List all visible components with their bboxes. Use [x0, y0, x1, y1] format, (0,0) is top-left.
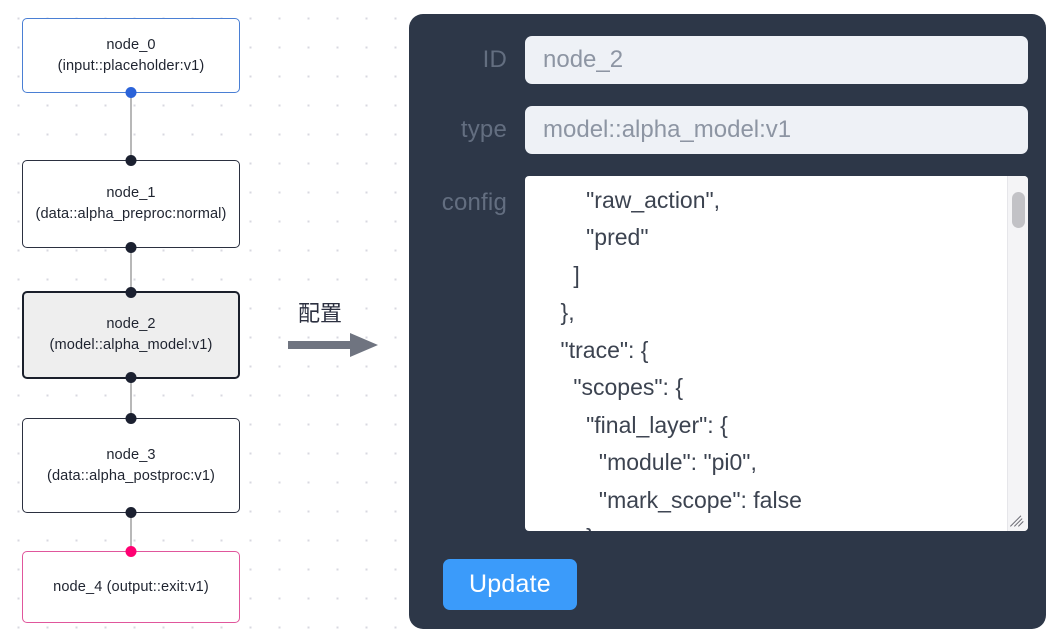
node-handle-target-node_1[interactable]	[125, 155, 137, 166]
flow-node-node_2[interactable]: node_2 (model::alpha_model:v1)	[22, 287, 240, 383]
node-handle-source-node_1[interactable]	[125, 242, 137, 253]
node-handle-target-node_2[interactable]	[125, 287, 137, 298]
resize-handle-icon[interactable]	[1007, 510, 1027, 530]
config-textarea[interactable]: "raw_action", "pred" ] }, "trace": { "sc…	[525, 176, 1028, 531]
flow-node-label: node_3 (data::alpha_postproc:v1)	[47, 446, 215, 484]
update-button[interactable]: Update	[443, 559, 577, 610]
config-textarea-wrapper: "raw_action", "pred" ] }, "trace": { "sc…	[525, 176, 1028, 531]
type-label: type	[460, 116, 507, 143]
edge-node_3-to-node_4[interactable]	[130, 513, 132, 551]
flow-node-node_1[interactable]: node_1 (data::alpha_preproc:normal)	[22, 155, 240, 253]
node-handle-source-node_2[interactable]	[125, 372, 137, 383]
edge-node_1-to-node_2[interactable]	[130, 248, 132, 291]
id-label: ID	[482, 46, 507, 73]
node-config-panel: ID type config "raw_action", "pred" ] },…	[409, 14, 1046, 629]
node-handle-target-node_4[interactable]	[125, 546, 137, 557]
flow-canvas[interactable]: node_0 (input::placeholder:v1)node_1 (da…	[0, 0, 409, 643]
transition-arrow-group: 配置	[288, 296, 398, 366]
id-input[interactable]	[525, 36, 1028, 84]
node-handle-source-node_0[interactable]	[125, 87, 137, 98]
node-handle-source-node_3[interactable]	[125, 507, 137, 518]
type-input[interactable]	[525, 106, 1028, 154]
id-field-row: ID	[421, 36, 1028, 84]
config-label: config	[441, 189, 507, 216]
type-field-row: type	[421, 106, 1028, 154]
flow-node-label: node_2 (model::alpha_model:v1)	[49, 316, 213, 353]
node-handle-target-node_3[interactable]	[125, 413, 137, 424]
flow-node-label: node_4 (output::exit:v1)	[53, 578, 209, 595]
right-arrow-icon	[288, 333, 378, 357]
edge-node_0-to-node_1[interactable]	[130, 93, 132, 160]
config-scrollbar[interactable]	[1007, 176, 1028, 531]
flow-node-node_3[interactable]: node_3 (data::alpha_postproc:v1)	[22, 413, 240, 518]
flow-node-label: node_1 (data::alpha_preproc:normal)	[35, 185, 227, 222]
flow-node-label: node_0 (input::placeholder:v1)	[57, 36, 205, 74]
config-scrollbar-thumb[interactable]	[1012, 192, 1025, 228]
flow-node-node_4[interactable]: node_4 (output::exit:v1)	[22, 546, 240, 623]
flow-node-node_0[interactable]: node_0 (input::placeholder:v1)	[22, 18, 240, 98]
edge-node_2-to-node_3[interactable]	[130, 379, 132, 418]
config-field-row: config "raw_action", "pred" ] }, "trace"…	[421, 176, 1028, 531]
arrow-label: 配置	[298, 302, 343, 327]
